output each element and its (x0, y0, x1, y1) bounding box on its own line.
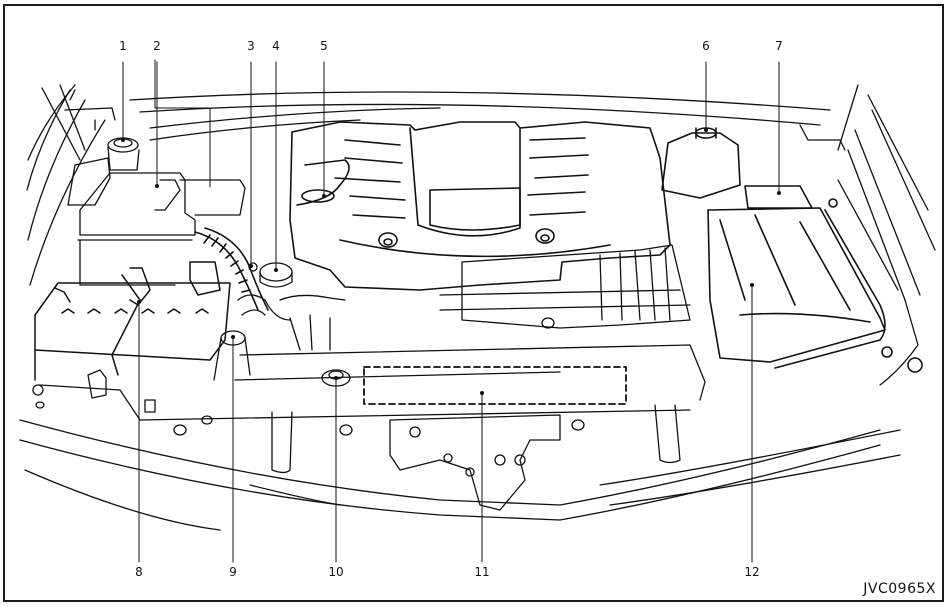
callout-12: 12 (744, 565, 760, 579)
firewall-lines (129, 91, 846, 151)
callout-leaders-top (121, 61, 781, 272)
hoses (237, 294, 346, 351)
radiator-support (19, 344, 901, 531)
coolant-reservoir (661, 127, 741, 199)
callout-4: 4 (272, 39, 280, 53)
right-fender-lines (837, 84, 936, 386)
figure-reference-code: JVC0965X (863, 581, 936, 597)
callout-8: 8 (135, 565, 143, 579)
callout-2: 2 (153, 39, 161, 53)
callout-7: 7 (775, 39, 783, 53)
label-area-dashed (363, 366, 627, 405)
callout-10: 10 (328, 565, 344, 579)
callout-11: 11 (474, 565, 490, 579)
engine-cover (289, 121, 671, 291)
callout-3: 3 (247, 39, 255, 53)
hood-latch (389, 414, 561, 511)
callout-leaders-bottom (137, 283, 754, 563)
brake-fluid-reservoir-cap (67, 137, 140, 206)
battery (34, 261, 231, 381)
callout-5: 5 (320, 39, 328, 53)
callout-1: 1 (119, 39, 127, 53)
corrugated-hose (194, 227, 269, 311)
callout-6: 6 (702, 39, 710, 53)
left-fender-lines (26, 84, 116, 286)
left-bolts (32, 369, 213, 425)
callout-9: 9 (229, 565, 237, 579)
air-cleaner-box (707, 198, 923, 373)
fuse-box (77, 59, 246, 286)
diagram-frame (3, 4, 944, 602)
intake-duct (439, 244, 691, 329)
